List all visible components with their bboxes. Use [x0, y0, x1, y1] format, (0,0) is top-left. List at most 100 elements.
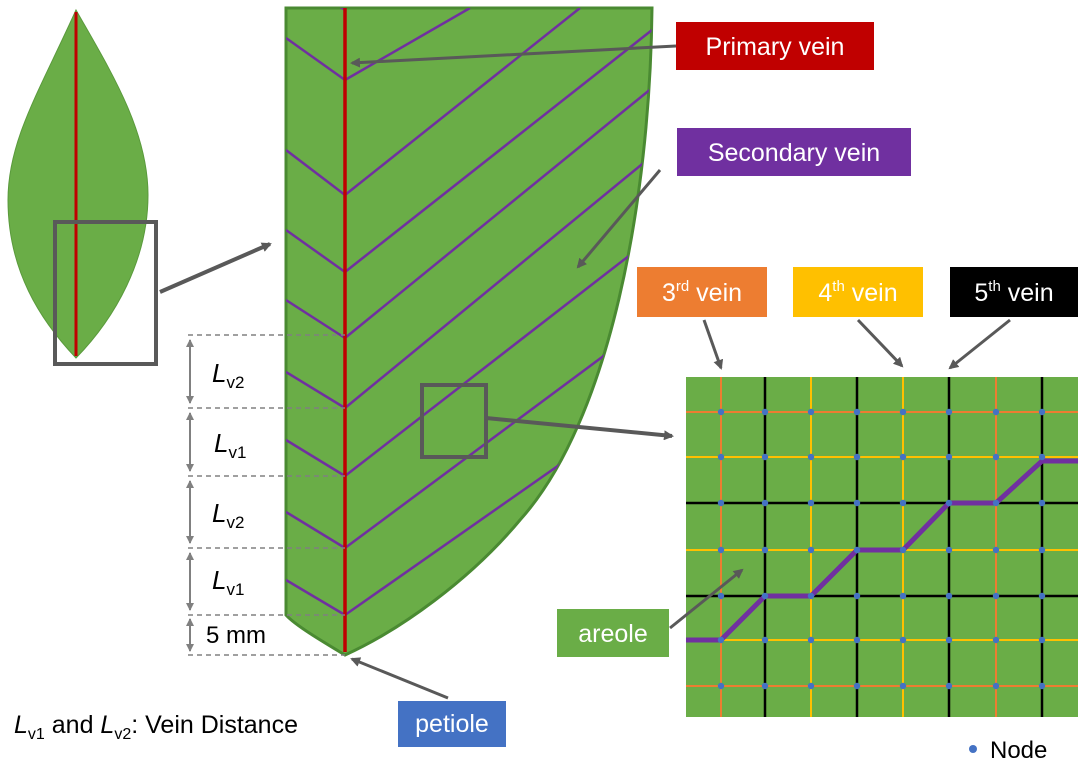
zoom-arrow-1: [159, 242, 272, 294]
vein-node: [899, 546, 907, 554]
vein-node: [807, 499, 815, 507]
fourth-vein-label-box: [793, 267, 923, 317]
vein-node: [853, 453, 861, 461]
vein-node: [945, 408, 953, 416]
vein-node: [853, 592, 861, 600]
vein-node: [717, 592, 725, 600]
secondary-vein-right: [344, 318, 652, 550]
vein-node: [761, 682, 769, 690]
areole-arrow: [669, 568, 744, 630]
fourth-vein-label: 4th vein: [818, 278, 897, 307]
vein-node: [807, 682, 815, 690]
primary-vein-label: Primary vein: [706, 33, 845, 61]
vein-node: [945, 636, 953, 644]
secondary-vein-left: [286, 438, 346, 478]
distance-label: Lv2: [212, 498, 244, 532]
vein-node: [761, 408, 769, 416]
secondary-vein-left: [286, 370, 346, 410]
vein-node: [945, 592, 953, 600]
secondary-vein-arrow: [576, 169, 662, 269]
areole-label-box: [555, 607, 671, 659]
distance-label: Lv2: [212, 358, 244, 392]
vein-node: [807, 592, 815, 600]
vein-node: [761, 546, 769, 554]
areole-label: areole: [578, 620, 648, 648]
secondary-vein-left: [286, 228, 346, 274]
petiole-label-box: [398, 701, 506, 747]
vein-node: [992, 592, 1000, 600]
vein-node: [1038, 546, 1046, 554]
vein-node: [899, 499, 907, 507]
vein-node: [761, 453, 769, 461]
secondary-vein-right: [344, 8, 471, 82]
secondary-vein-right: [344, 8, 581, 196]
small-leaf-blade: [7, 8, 149, 359]
vein-node: [992, 636, 1000, 644]
petiole-arrow: [350, 657, 449, 700]
vein-node: [761, 499, 769, 507]
vein-node: [761, 636, 769, 644]
vein-node: [717, 546, 725, 554]
vein-node: [1038, 592, 1046, 600]
big-leaf: [284, 6, 654, 657]
distance-label: Lv1: [214, 428, 246, 462]
vein-node: [717, 408, 725, 416]
secondary-vein-label-box: [677, 128, 911, 176]
vein-node: [807, 408, 815, 416]
grid-background: [686, 377, 1078, 717]
vein-node: [1038, 499, 1046, 507]
vein-node: [1038, 682, 1046, 690]
secondary-vein-left: [286, 510, 346, 550]
secondary-vein-right: [344, 87, 652, 339]
fifth-vein-label: 5th vein: [974, 278, 1053, 307]
fifth-vein-label-box: [950, 267, 1078, 317]
zoom-box-areole: [420, 383, 488, 459]
vein-node: [992, 499, 1000, 507]
distance-guides: [188, 334, 345, 656]
vein-node: [992, 408, 1000, 416]
vein-node: [853, 682, 861, 690]
vein-node: [1038, 636, 1046, 644]
distance-labels: Lv2 Lv1 Lv2 Lv1 5 mm: [206, 358, 266, 649]
third-vein-arrow: [702, 319, 724, 370]
petiole-label: petiole: [415, 710, 489, 738]
grid-secondary-vein: [686, 458, 1078, 643]
node-legend-icon: [969, 745, 977, 753]
vein-node: [899, 636, 907, 644]
zoom-arrow-2: [485, 416, 674, 441]
vein-node: [992, 546, 1000, 554]
vein-node: [807, 453, 815, 461]
distance-label: Lv1: [212, 565, 244, 599]
vein-distance-caption: Lv1 and Lv2: Vein Distance: [14, 711, 298, 743]
vein-node: [807, 546, 815, 554]
vein-node: [853, 499, 861, 507]
vein-node: [992, 453, 1000, 461]
third-vein-label-box: [637, 267, 767, 317]
third-vein-label: 3rd vein: [662, 278, 742, 307]
vein-node: [717, 636, 725, 644]
vein-node: [899, 408, 907, 416]
vein-node: [853, 636, 861, 644]
vein-node: [853, 546, 861, 554]
zoom-box-leaf: [53, 220, 158, 366]
vein-node: [807, 636, 815, 644]
primary-vein-label-box: [676, 22, 874, 70]
vein-node: [717, 499, 725, 507]
vein-node: [945, 682, 953, 690]
secondary-vein-left: [286, 578, 346, 617]
vein-node: [717, 453, 725, 461]
secondary-vein-left: [286, 149, 346, 196]
vein-node: [945, 499, 953, 507]
vein-node: [1038, 453, 1046, 461]
primary-vein-arrow: [350, 44, 677, 68]
secondary-vein-right: [344, 29, 652, 273]
offset-label: 5 mm: [206, 622, 266, 649]
vein-node: [1038, 408, 1046, 416]
vein-node: [717, 682, 725, 690]
fifth-vein-arrow: [948, 318, 1011, 370]
node-legend-label: Node: [990, 737, 1047, 764]
secondary-vein-right: [344, 155, 652, 409]
vein-node: [853, 408, 861, 416]
vein-node: [945, 453, 953, 461]
